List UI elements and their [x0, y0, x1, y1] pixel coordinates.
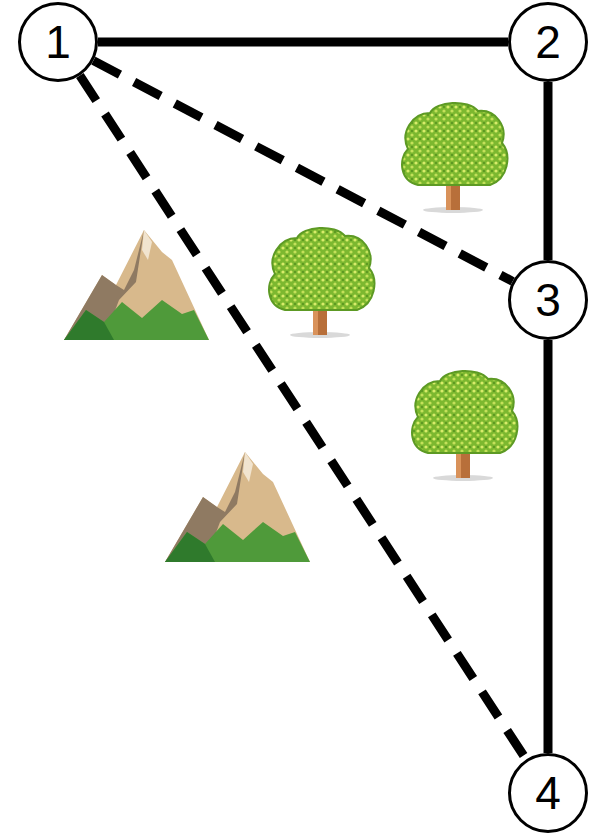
tree-icon: [402, 103, 507, 213]
tree-icon: [269, 228, 374, 338]
solid-link: [98, 38, 508, 47]
numbered-circle: 4: [508, 753, 588, 833]
node-number: 3: [535, 277, 561, 323]
dashed-link: [80, 76, 526, 760]
mountain-icon: [165, 452, 310, 562]
numbered-circle: 3: [508, 260, 588, 340]
solid-link: [544, 82, 553, 260]
node-number: 2: [535, 19, 561, 65]
numbered-circle: 2: [508, 2, 588, 82]
dashed-link: [93, 61, 512, 282]
node-number: 1: [45, 19, 71, 65]
numbered-circle: 1: [18, 2, 98, 82]
solid-link: [544, 340, 553, 753]
tree-icon: [412, 371, 517, 481]
node-number: 4: [535, 770, 561, 816]
